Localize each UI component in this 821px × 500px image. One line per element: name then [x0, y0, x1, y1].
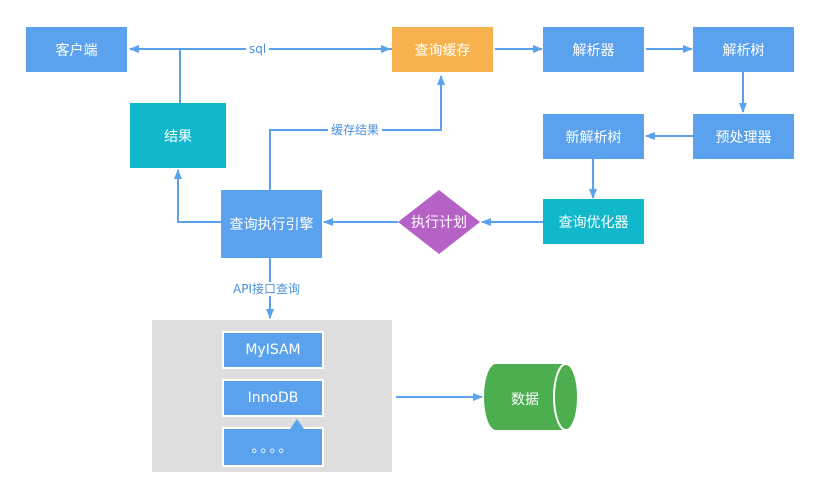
parse-tree-node: 解析树	[693, 27, 794, 72]
storage-engine-myisam: MyISAM	[222, 331, 324, 369]
execution-plan-label: 执行计划	[411, 215, 467, 231]
data-cylinder	[484, 363, 579, 431]
preprocessor-node: 预处理器	[693, 114, 794, 159]
storage-engine-more: 。。。。	[222, 427, 324, 467]
edge-engine-result	[174, 169, 221, 223]
data-label: 数据	[511, 392, 539, 408]
edge-label-sql: sql	[246, 42, 270, 56]
execution-engine-node: 查询执行引擎	[221, 190, 322, 258]
client-node: 客户端	[26, 27, 127, 72]
parser-node: 解析器	[543, 27, 644, 72]
storage-engine-innodb: InnoDB	[222, 379, 324, 417]
result-node: 结果	[130, 103, 226, 168]
query-optimizer-node: 查询优化器	[543, 199, 644, 244]
execution-plan-diamond	[398, 190, 480, 254]
new-parse-tree-node: 新解析树	[543, 114, 644, 159]
innodb-pointer	[290, 419, 304, 429]
edge-label-api-query: API接口查询	[230, 282, 303, 296]
query-cache-node: 查询缓存	[392, 27, 493, 72]
edge-label-cache-result: 缓存结果	[328, 123, 383, 137]
